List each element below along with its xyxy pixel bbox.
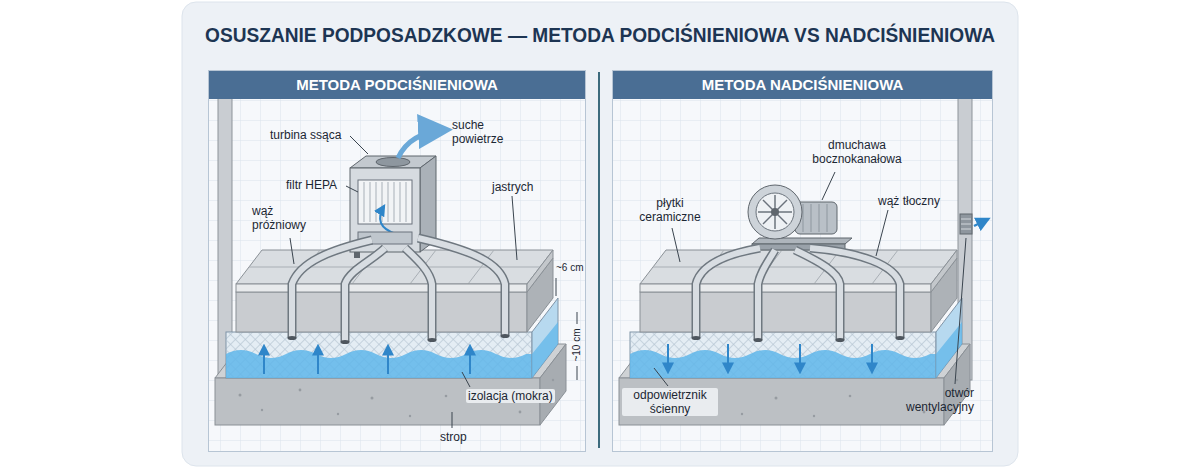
divider — [598, 72, 600, 448]
part-label: płytki ceramiczne — [636, 196, 704, 224]
airflow-up — [264, 346, 470, 374]
panel-ground — [612, 70, 993, 452]
part-label: wąż próżniowy — [252, 204, 322, 232]
panel-grid — [612, 70, 993, 452]
part-label: strop — [440, 430, 467, 444]
pressure-hose — [692, 248, 905, 342]
part-label: suche powietrze — [452, 118, 524, 146]
floor-slab — [215, 250, 566, 425]
part-label: turbina ssąca — [270, 128, 341, 142]
panel-header: METODA PODCIŚNIENIOWA — [209, 71, 585, 99]
airflow-down — [668, 344, 872, 372]
part-label: ~6 cm — [556, 262, 584, 274]
part-label: odpowietrznik ścienny — [622, 388, 718, 416]
part-label: ~10 cm — [571, 328, 583, 361]
floor-slab — [619, 250, 970, 425]
diagram-title: OSUSZANIE PODPOSADZKOWE — METODA PODCIŚN… — [205, 24, 995, 47]
card — [182, 2, 1018, 466]
wall-vent — [960, 214, 988, 234]
panel-grid — [208, 70, 586, 452]
leader-line — [290, 136, 966, 428]
part-label: wąż tłoczny — [878, 194, 940, 208]
part-label: otwór wentylacyjny — [900, 386, 974, 414]
vacuum-hose — [288, 238, 510, 344]
side-channel-blower — [748, 185, 852, 250]
part-label: jastrych — [492, 180, 533, 194]
part-label: izolacja (mokra) — [466, 389, 555, 403]
panel-header: METODA NADCIŚNIENIOWA — [613, 71, 992, 99]
part-label: dmuchawa bocznokanałowa — [798, 138, 916, 166]
part-label: filtr HEPA — [286, 178, 337, 192]
panel-ground — [208, 70, 586, 452]
